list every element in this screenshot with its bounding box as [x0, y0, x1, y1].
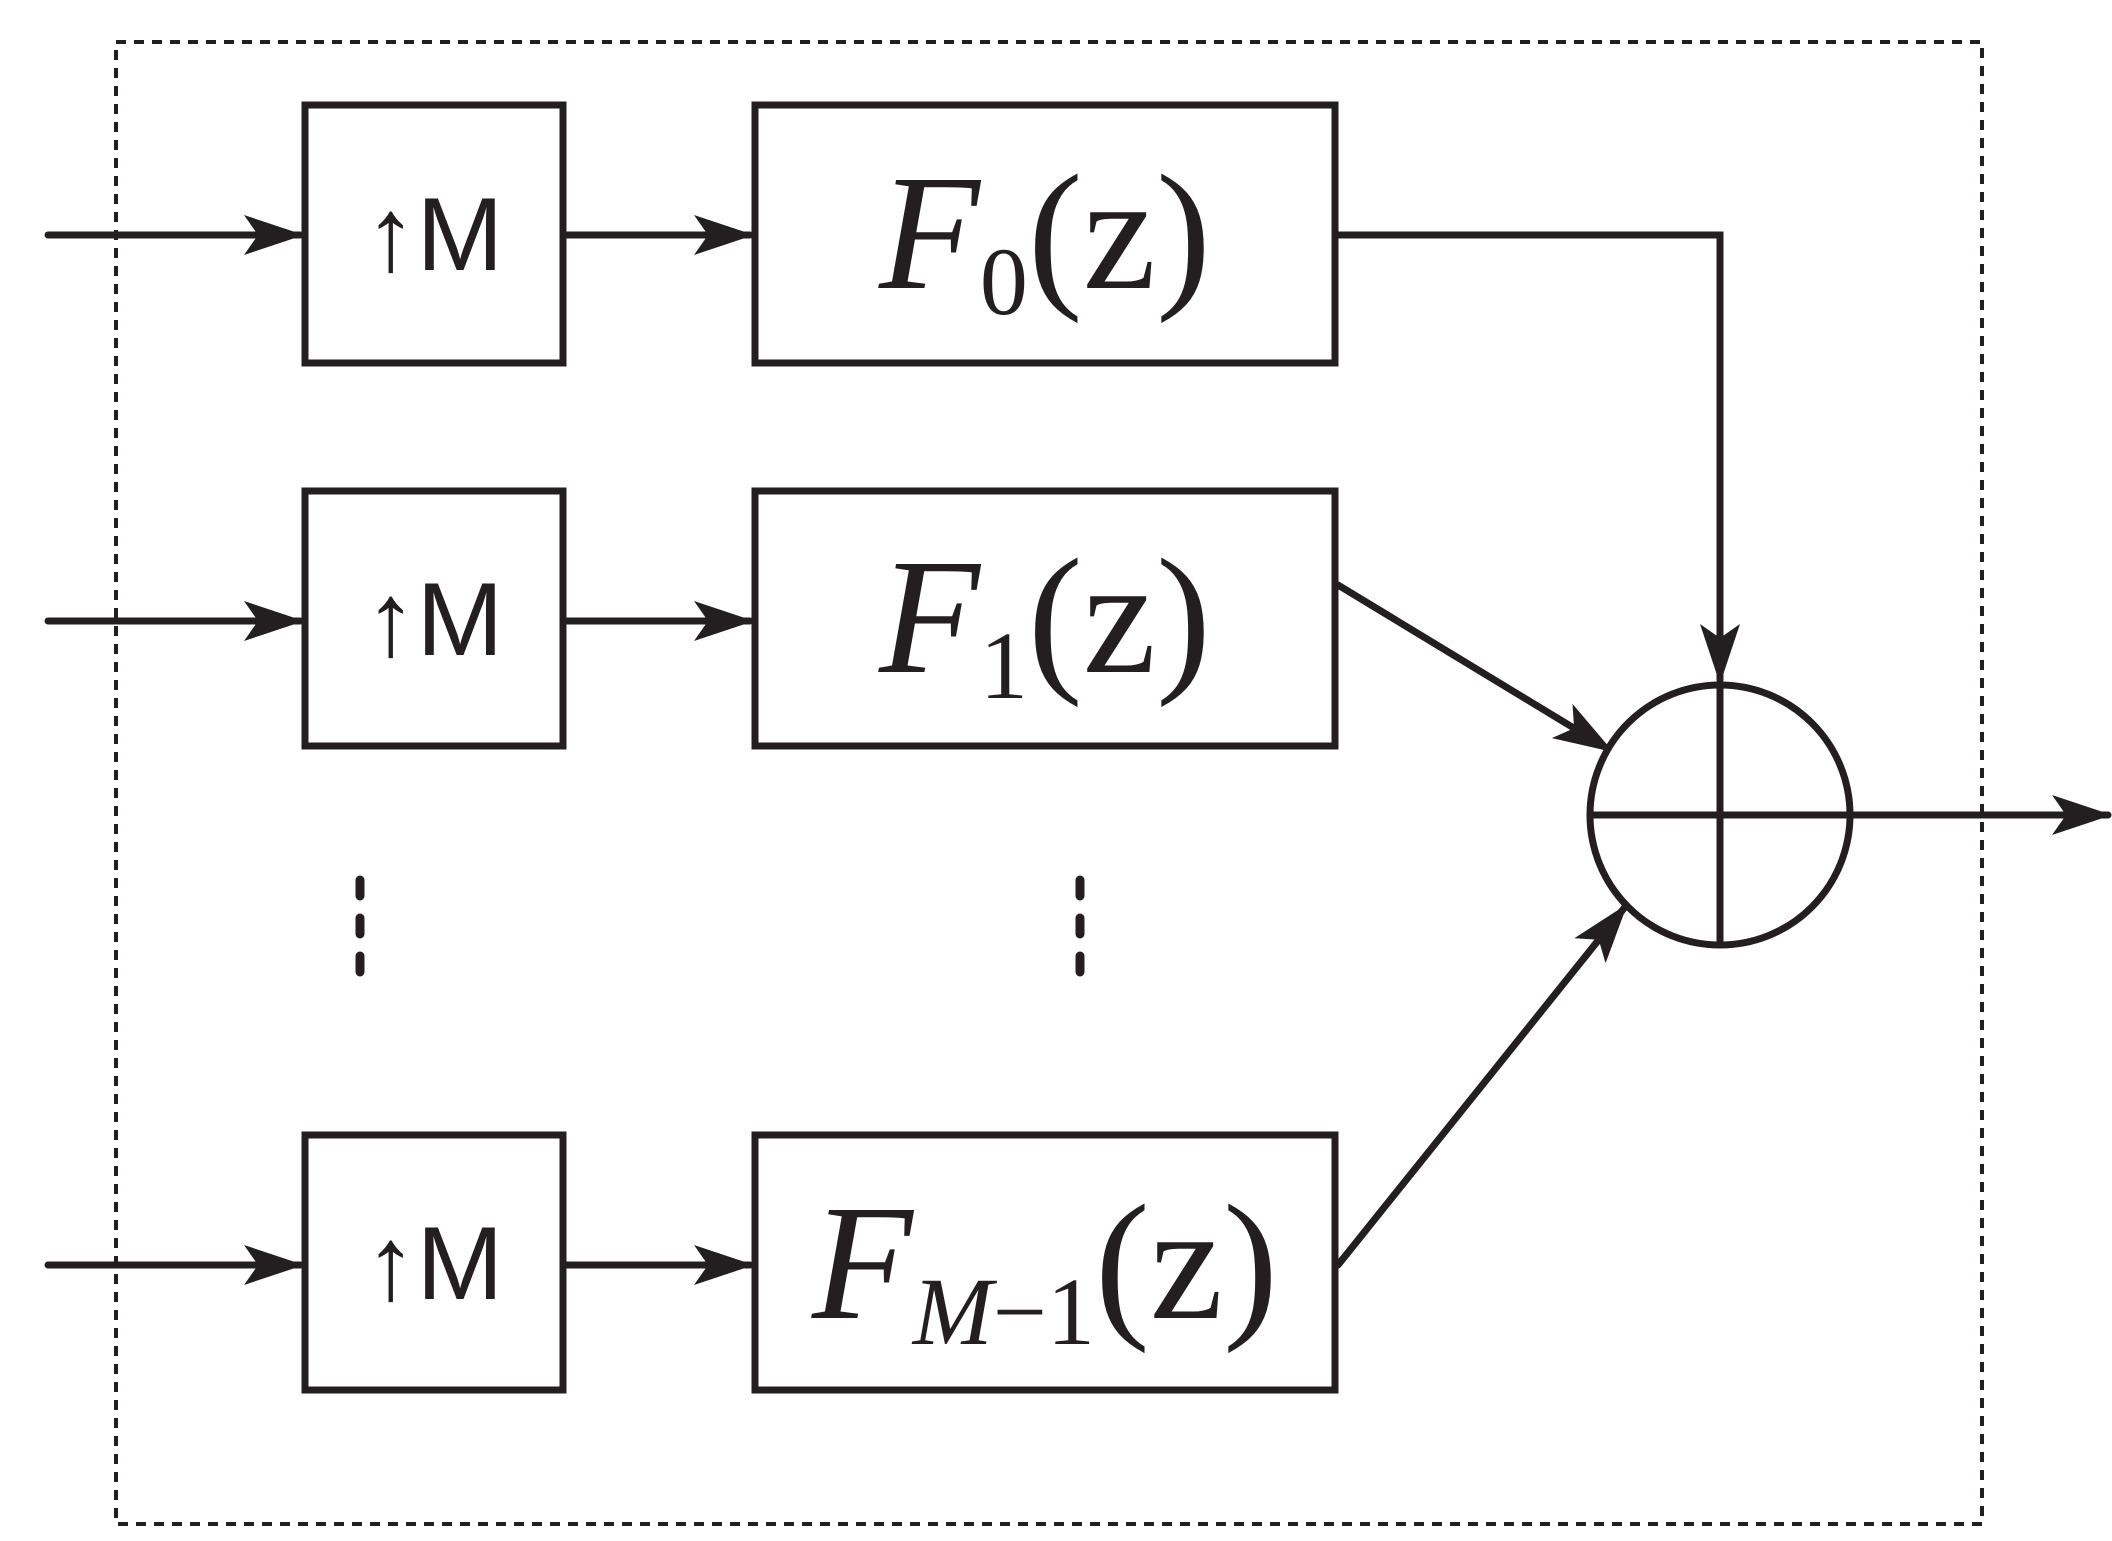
filter-label-0: F0(z)	[878, 141, 1211, 335]
output-path-m1	[1334, 903, 1629, 1269]
upsampler-block-1: ↑M	[301, 487, 567, 750]
filter-block-m1: FM−1(z)	[751, 1131, 1339, 1394]
upsampler-label: ↑M	[365, 177, 504, 293]
upsampler-block-0: ↑M	[301, 101, 567, 367]
output-path-0	[1334, 231, 1740, 684]
filter-label-m1: FM−1(z)	[811, 1171, 1278, 1365]
output-path-1	[1334, 581, 1614, 754]
filter-label-1: F1(z)	[878, 525, 1211, 719]
upsampler-label: ↑M	[365, 562, 504, 678]
summing-junction	[1586, 681, 1854, 949]
filter-block-0: F0(z)	[751, 101, 1339, 367]
upsampler-block-m1: ↑M	[301, 1131, 567, 1394]
filter-block-1: F1(z)	[751, 487, 1339, 750]
upsampler-label: ↑M	[365, 1206, 504, 1322]
